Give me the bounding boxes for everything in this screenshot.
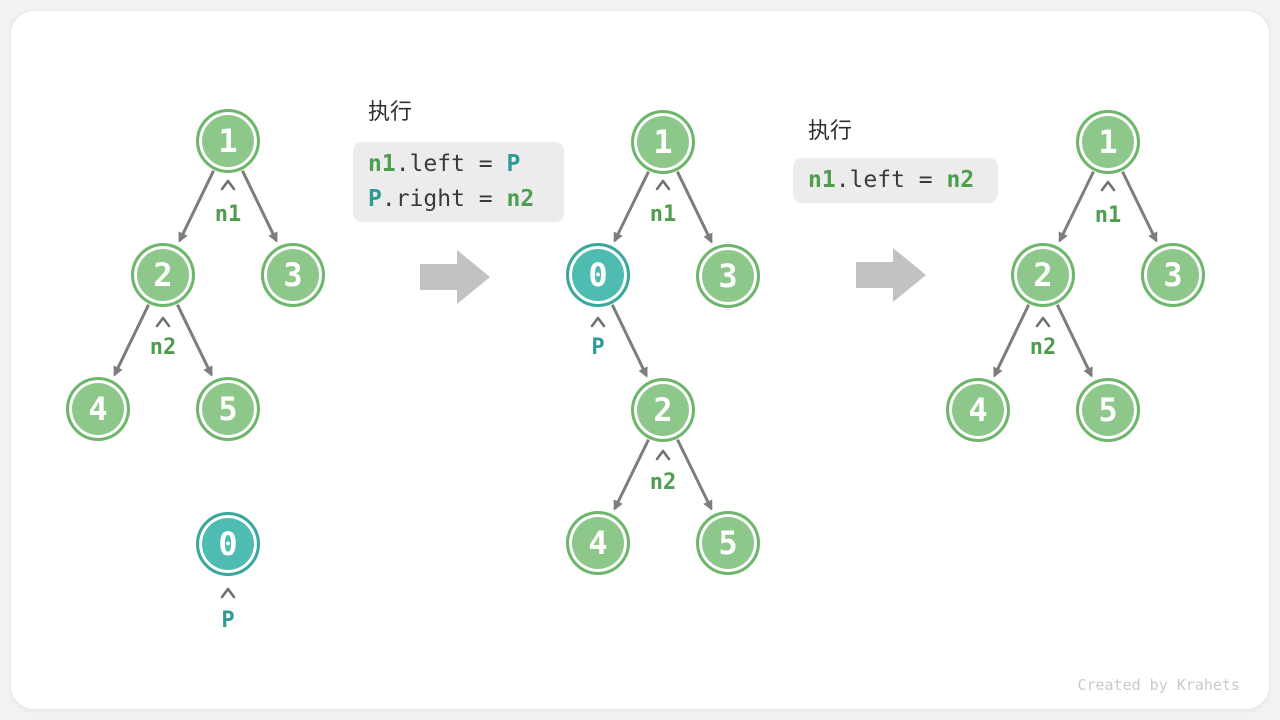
tree-node-2: 2 [631,378,695,442]
tree-edge [1058,170,1095,243]
tree-edge [176,304,213,377]
code-token: n1 [808,167,836,193]
code-token: .left = [835,167,947,193]
tree-edge [178,170,215,243]
code-line: n1.left = P [368,147,549,182]
tree-edge [993,304,1031,378]
code-token: n2 [946,167,975,193]
code-token: .left = [395,151,507,177]
code-token: P [368,186,382,212]
watermark: Created by Krahets [1077,676,1240,694]
tree-node-1: 1 [631,110,695,174]
pointer-label-n2: n2 [1029,335,1057,360]
pointer-label-n1: n1 [1094,203,1122,228]
tree-edge [676,171,713,244]
tree-node-3: 3 [696,244,760,308]
tree-node-3: 3 [1141,243,1205,307]
tree-node-4: 4 [946,378,1010,442]
tree-edge [676,438,713,511]
tree-edge [241,170,278,243]
pointer-label-P: P [591,335,605,360]
tree-edge [113,304,150,377]
tree-node-0: 0 [566,243,630,307]
pointer-caret-icon [220,587,236,599]
code-token: n1 [368,151,396,177]
pointer-caret-icon [655,449,671,461]
tree-node-4: 4 [66,377,130,441]
tree-node-4: 4 [566,511,630,575]
code-block: n1.left = n2 [793,158,998,203]
pointer-caret-icon [1100,180,1116,192]
tree-edge [1055,304,1093,378]
pointer-caret-icon [655,179,671,191]
pointer-label-n2: n2 [149,335,177,360]
tree-edge [1121,170,1158,243]
code-title: 执行 [368,99,413,124]
pointer-caret-icon [220,179,236,191]
pointer-label-n1: n1 [649,202,677,227]
pointer-caret-icon [590,316,606,328]
tree-node-3: 3 [261,243,325,307]
tree-node-2: 2 [1011,243,1075,307]
tree-node-2: 2 [131,243,195,307]
code-token: P [506,151,521,177]
pointer-caret-icon [1035,316,1051,328]
tree-edge [610,304,648,378]
tree-edge [613,438,650,511]
code-token: .right = [381,186,507,212]
pointer-label-n2: n2 [649,470,677,495]
tree-node-1: 1 [1076,110,1140,174]
pointer-label-P: P [221,608,235,633]
code-token: n2 [506,186,535,212]
code-line: P.right = n2 [368,182,549,217]
tree-node-5: 5 [1076,378,1140,442]
code-title: 执行 [808,118,853,143]
tree-node-5: 5 [696,511,760,575]
pointer-label-n1: n1 [214,202,242,227]
flow-arrow-icon [420,250,490,304]
tree-node-5: 5 [196,377,260,441]
pointer-caret-icon [155,316,171,328]
code-line: n1.left = n2 [808,163,983,198]
tree-edge [613,170,650,243]
flow-arrow-icon [856,248,926,302]
tree-node-1: 1 [196,109,260,173]
tree-node-0: 0 [196,512,260,576]
